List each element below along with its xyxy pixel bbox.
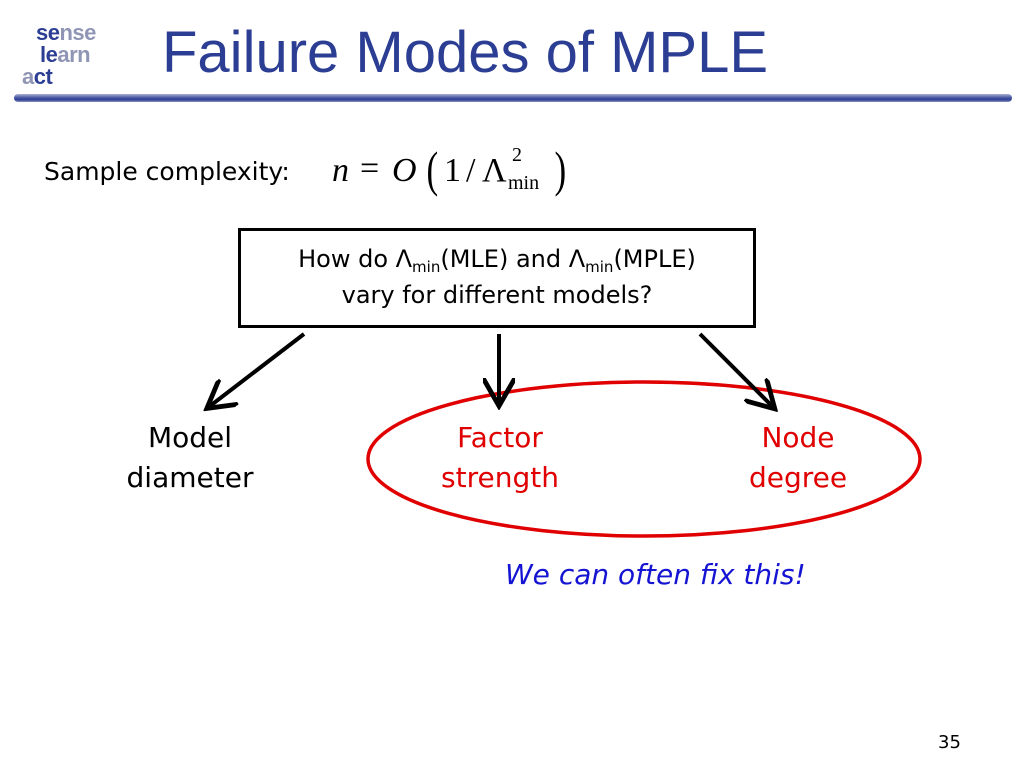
arrow-to-node-degree — [698, 332, 772, 406]
formula-big-o: O — [392, 152, 417, 189]
formula-slash: / — [466, 152, 476, 189]
formula-one: 1 — [444, 152, 461, 189]
question-text: (MLE) and Λ — [440, 245, 586, 273]
formula-equals: = — [360, 150, 380, 187]
question-subscript: min — [412, 258, 441, 276]
question-text: (MPLE) — [613, 245, 696, 273]
fix-note: We can often fix this! — [505, 558, 806, 591]
logo-text: le — [40, 42, 58, 67]
label-line: Model — [147, 421, 233, 454]
sense-learn-act-logo: sense learn act — [22, 20, 122, 92]
formula-lambda: Λ — [482, 152, 507, 189]
arrow-to-model-diameter — [210, 332, 306, 406]
question-line-1: How do Λmin(MLE) and Λmin(MPLE) — [241, 241, 753, 277]
slide-title: Failure Modes of MPLE — [162, 20, 769, 85]
label-line: diameter — [126, 461, 254, 494]
title-divider — [14, 94, 1012, 102]
logo-text: arn — [57, 42, 91, 67]
label-line: Factor — [457, 421, 543, 454]
logo-row-sense: sense — [36, 22, 96, 44]
question-line-2: vary for different models? — [341, 281, 653, 309]
logo-text: nse — [59, 20, 96, 45]
formula-subscript: min — [508, 172, 540, 194]
question-text: How do Λ — [298, 245, 413, 273]
formula-left-paren: ( — [426, 141, 439, 197]
label-line: degree — [748, 461, 848, 494]
factor-strength-label: Factor strength — [420, 418, 580, 498]
page-number: 35 — [938, 732, 961, 753]
logo-row-act: act — [22, 64, 53, 89]
label-line: Node — [761, 421, 835, 454]
sample-complexity-label: Sample complexity: — [44, 157, 290, 186]
label-line: strength — [441, 461, 559, 494]
logo-row-learn: learn — [40, 42, 91, 67]
logo-text: a — [22, 64, 34, 89]
model-diameter-label: Model diameter — [110, 418, 270, 498]
formula-right-paren: ) — [554, 141, 567, 197]
question-box: How do Λmin(MLE) and Λmin(MPLE) vary for… — [238, 228, 756, 328]
formula-n: n — [332, 152, 349, 189]
logo-text: se — [36, 20, 60, 45]
node-degree-label: Node degree — [718, 418, 878, 498]
question-subscript: min — [585, 258, 614, 276]
formula-superscript: 2 — [512, 144, 522, 166]
logo-text: ct — [33, 64, 53, 89]
